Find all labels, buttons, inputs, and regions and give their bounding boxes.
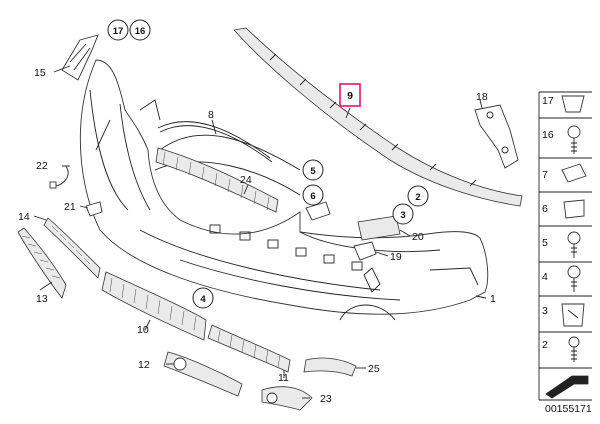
label-25: 25 <box>368 363 380 375</box>
left-mount-bracket <box>61 34 99 81</box>
spring-nut-icon <box>563 199 585 219</box>
label-8: 8 <box>208 109 214 121</box>
central-grille <box>155 147 279 213</box>
label-20: 20 <box>412 231 424 243</box>
leader-lines <box>33 65 487 399</box>
bolt-head-icon-2 <box>567 265 581 279</box>
label-11: 11 <box>278 372 289 384</box>
svg-text:16: 16 <box>135 26 146 37</box>
svg-text:3: 3 <box>400 210 405 221</box>
label-14: 13 <box>36 293 48 305</box>
clip-icon <box>561 163 587 183</box>
label-1: 1 <box>490 293 496 305</box>
label-12: 12 <box>138 359 150 371</box>
label-23: 23 <box>320 393 332 405</box>
screw-head-icon <box>567 125 581 139</box>
svg-text:17: 17 <box>113 26 124 37</box>
sensor-wire <box>49 165 69 189</box>
label-19: 19 <box>390 251 402 263</box>
bracket-6 <box>305 201 331 221</box>
label-13: 14 <box>18 211 30 223</box>
callout-6: 6 <box>302 184 324 206</box>
small-clip-19 <box>353 241 377 261</box>
expansion-nut-icon <box>561 303 585 327</box>
left-side-grille <box>17 217 101 299</box>
label-15: 15 <box>34 67 46 79</box>
svg-text:00155171: 00155171 <box>545 403 592 415</box>
bumper-carrier-strip <box>233 27 523 207</box>
label-10: 10 <box>137 324 149 336</box>
svg-text:9: 9 <box>347 90 353 102</box>
callout-9-highlight: 9 <box>339 83 361 107</box>
svg-text:3: 3 <box>542 305 548 317</box>
fog-light-cover-left <box>163 351 243 397</box>
lower-side-grille-25 <box>303 357 357 377</box>
svg-text:5: 5 <box>542 237 548 249</box>
svg-text:6: 6 <box>310 191 315 202</box>
label-22: 22 <box>36 160 48 172</box>
label-18: 18 <box>476 91 488 103</box>
svg-text:6: 6 <box>542 203 548 215</box>
lower-side-grille-11 <box>207 324 291 373</box>
svg-text:4: 4 <box>542 271 548 283</box>
svg-text:17: 17 <box>542 95 554 107</box>
callout-17: 17 <box>107 19 129 41</box>
svg-text:2: 2 <box>415 192 420 203</box>
arrow-icon <box>545 375 589 399</box>
svg-text:2: 2 <box>542 339 548 351</box>
callout-5: 5 <box>302 159 324 181</box>
callout-3: 3 <box>392 203 414 225</box>
bumper-cover <box>79 59 489 321</box>
svg-text:16: 16 <box>542 129 554 141</box>
svg-text:7: 7 <box>542 169 548 181</box>
screw-icon <box>568 336 580 348</box>
label-24: 24 <box>240 174 252 186</box>
callout-2: 2 <box>407 185 429 207</box>
label-21: 21 <box>64 201 76 213</box>
callout-16: 16 <box>129 19 151 41</box>
svg-text:5: 5 <box>310 166 316 177</box>
grille-frame-strip <box>157 121 273 163</box>
fog-light-cover-right <box>261 386 313 411</box>
svg-text:4: 4 <box>200 294 206 305</box>
small-clip-21 <box>85 201 103 217</box>
bolt-head-icon <box>567 231 581 245</box>
lower-center-grille <box>101 271 207 341</box>
side-bracket <box>474 104 519 169</box>
tow-hook-cover-20 <box>357 215 401 241</box>
clip-nut-icon <box>561 95 585 113</box>
callout-4: 4 <box>192 287 214 309</box>
fastener-sidebar: 17 16 7 6 5 4 3 2 00155171 <box>538 91 592 415</box>
